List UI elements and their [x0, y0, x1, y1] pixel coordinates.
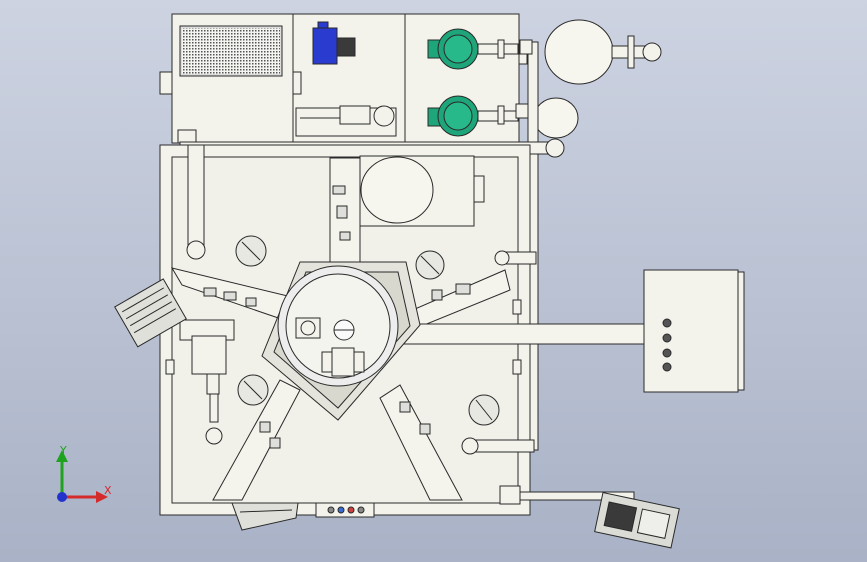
valve-set	[203, 185, 471, 449]
gauge-right-lower-icon	[468, 394, 500, 426]
bottom-right-pipe	[499, 485, 635, 505]
small-tank-icon	[533, 97, 579, 139]
x-axis-label: X	[104, 484, 112, 497]
gauge-right-upper-icon	[415, 250, 445, 280]
radial-arms	[170, 157, 655, 501]
discharge-unit	[594, 491, 680, 549]
pump-lower-icon	[427, 95, 519, 137]
y-axis-label: Y	[59, 444, 67, 457]
drive-motor-icon	[312, 21, 356, 65]
gauge-left-lower-icon	[237, 374, 269, 406]
left-pipe	[186, 144, 206, 260]
control-box	[643, 269, 745, 393]
gauge-top-left-icon	[235, 235, 267, 267]
left-station	[179, 319, 235, 445]
rotary-table	[261, 261, 421, 421]
drum-unit	[359, 155, 485, 227]
left-hopper	[114, 278, 187, 348]
coordinate-triad: Y X	[56, 444, 112, 503]
pump-upper-icon	[427, 28, 519, 70]
bottom-hopper	[231, 502, 299, 531]
indicator-panel	[315, 502, 375, 518]
right-elbow-pipe	[461, 250, 537, 455]
pressure-tank-icon	[544, 19, 662, 85]
